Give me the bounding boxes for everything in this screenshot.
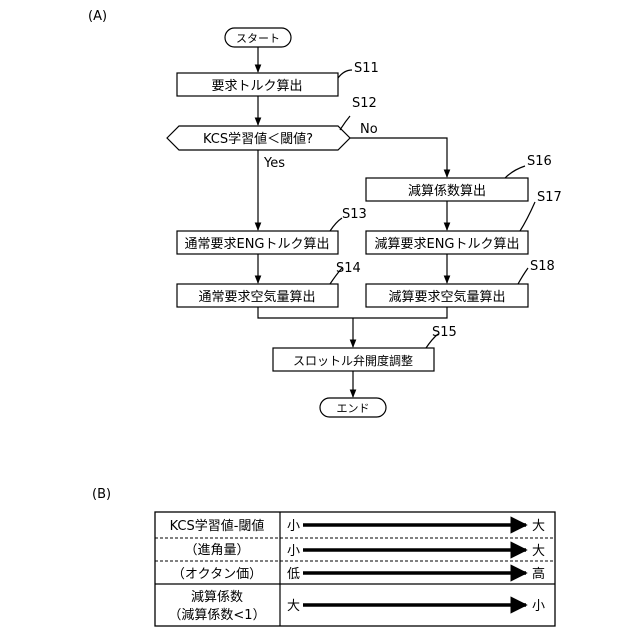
panel-b-label: (B): [92, 487, 111, 502]
decision-s12-text: KCS学習値＜閾値?: [203, 131, 313, 147]
row-2-from: 小: [287, 544, 300, 559]
row-3-from: 低: [287, 567, 300, 582]
step-s13-leader: [330, 218, 342, 231]
decision-s12: KCS学習値＜閾値?: [167, 126, 350, 150]
step-s18-leader: [518, 268, 528, 284]
step-s13-text: 通常要求ENGトルク算出: [184, 237, 329, 252]
row-4-label-sub: （減算係数<1）: [168, 607, 265, 623]
row-2-to: 大: [532, 544, 545, 559]
step-s15: スロットル弁開度調整: [273, 348, 434, 371]
step-s18-id: S18: [530, 259, 555, 274]
arrow-s12-s16: [350, 138, 447, 177]
row-3-label: （オクタン価）: [172, 567, 262, 582]
step-s13-id: S13: [342, 207, 367, 222]
row-4-label: 減算係数: [191, 589, 243, 605]
step-s17-text: 減算要求ENGトルク算出: [374, 236, 519, 252]
step-s16-text: 減算係数算出: [408, 183, 486, 199]
decision-s12-leader: [340, 116, 350, 130]
row-3-to: 高: [532, 566, 545, 582]
relation-table: KCS学習値-閾値 小 大 （進角量） 小 大 （オクタン価） 低 高 減算係数…: [155, 512, 555, 626]
svg-text:エンド: エンド: [337, 402, 370, 415]
yes-label: Yes: [263, 156, 285, 171]
step-s14-text: 通常要求空気量算出: [198, 289, 315, 305]
step-s16-id: S16: [527, 154, 552, 169]
step-s17-id: S17: [537, 190, 562, 205]
step-s11-leader: [338, 70, 352, 78]
step-s16: 減算係数算出: [366, 178, 528, 201]
step-s11-text: 要求トルク算出: [211, 79, 302, 94]
step-s13: 通常要求ENGトルク算出: [177, 231, 338, 254]
step-s18: 減算要求空気量算出: [366, 284, 528, 307]
row-4-to: 小: [532, 599, 545, 614]
svg-text:スタート: スタート: [236, 32, 280, 45]
end-terminal: エンド: [320, 398, 386, 417]
step-s18-text: 減算要求空気量算出: [388, 289, 505, 305]
step-s14-id: S14: [336, 261, 361, 276]
merge-line: [258, 307, 447, 318]
decision-s12-id: S12: [352, 96, 377, 111]
start-terminal: スタート: [225, 28, 291, 47]
panel-a-label: (A): [88, 9, 107, 24]
row-1-to: 大: [532, 519, 545, 534]
step-s16-leader: [505, 166, 525, 178]
no-label: No: [360, 122, 378, 137]
step-s11: 要求トルク算出: [177, 73, 338, 96]
row-1-label: KCS学習値-閾値: [170, 518, 265, 534]
step-s14: 通常要求空気量算出: [177, 284, 338, 307]
step-s15-text: スロットル弁開度調整: [293, 353, 413, 368]
step-s17-leader: [520, 202, 535, 231]
row-4-from: 大: [287, 599, 300, 614]
step-s11-id: S11: [354, 61, 379, 76]
row-2-label: （進角量）: [184, 543, 249, 558]
step-s17: 減算要求ENGトルク算出: [366, 231, 528, 254]
row-1-from: 小: [287, 519, 300, 534]
step-s15-id: S15: [432, 325, 457, 340]
